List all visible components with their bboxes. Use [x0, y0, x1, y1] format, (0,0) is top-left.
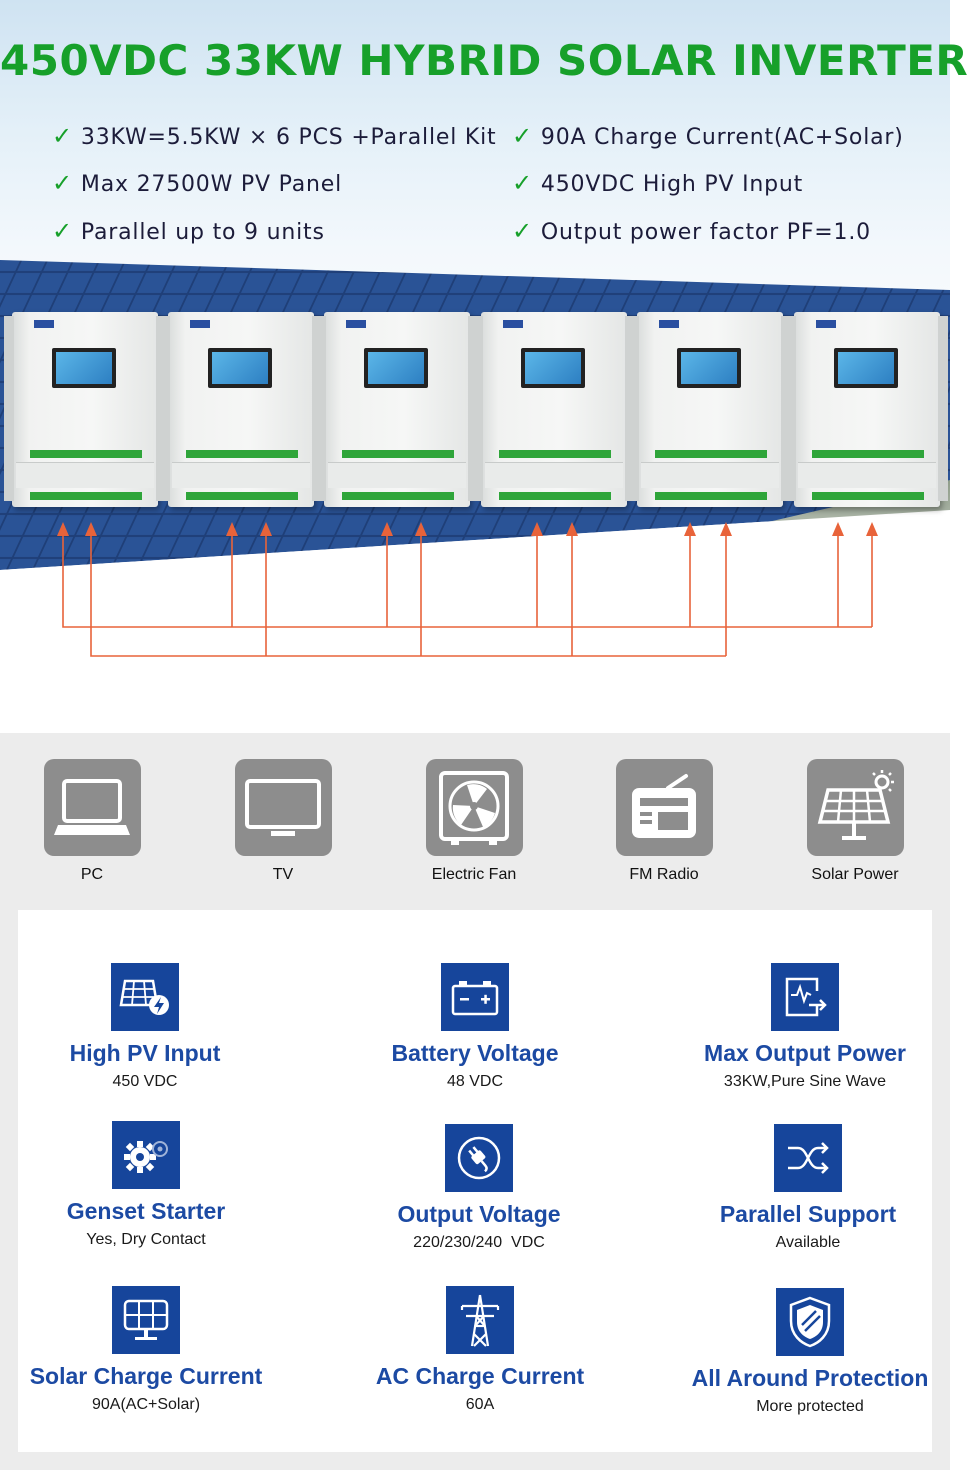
- spec-genset-starter: Genset Starter Yes, Dry Contact: [0, 1121, 296, 1249]
- check-icon: ✓: [512, 217, 533, 245]
- inverter-unit: [160, 312, 322, 507]
- appliance-pc: PC: [32, 759, 152, 884]
- feature-item: ✓Output power factor PF=1.0: [512, 217, 871, 245]
- spec-card: High PV Input 450 VDC Battery Voltage 48…: [18, 910, 932, 1452]
- check-icon: ✓: [52, 122, 73, 150]
- spec-max-output-power: Max Output Power 33KW,Pure Sine Wave: [655, 963, 955, 1091]
- solar-panel-icon: [817, 769, 894, 840]
- lcd-screen: [208, 348, 272, 388]
- feature-item: ✓90A Charge Current(AC+Solar): [512, 122, 904, 150]
- feature-item: ✓Parallel up to 9 units: [52, 217, 325, 245]
- inverter-unit: [786, 312, 948, 507]
- feature-item: ✓450VDC High PV Input: [512, 169, 804, 197]
- lcd-screen: [834, 348, 898, 388]
- crossing-arrows-icon: [788, 1142, 829, 1174]
- spec-high-pv-input: High PV Input 450 VDC: [0, 963, 295, 1091]
- appliance-solar: Solar Power: [795, 759, 915, 884]
- feature-item: ✓Max 27500W PV Panel: [52, 169, 342, 197]
- lcd-screen: [364, 348, 428, 388]
- fan-icon: [439, 770, 509, 845]
- parallel-wiring-diagram: [57, 522, 878, 657]
- spec-solar-charge-current: Solar Charge Current 90A(AC+Solar): [0, 1286, 296, 1414]
- battery-icon: [451, 981, 499, 1016]
- laptop-icon: [54, 778, 130, 835]
- tv-icon: [245, 778, 321, 836]
- shield-icon: [789, 1296, 831, 1348]
- spec-all-around-protection: All Around Protection More protected: [660, 1288, 960, 1416]
- appliance-fan: Electric Fan: [414, 759, 534, 884]
- check-icon: ✓: [52, 169, 73, 197]
- inverter-unit: [4, 312, 166, 507]
- spec-battery-voltage: Battery Voltage 48 VDC: [325, 963, 625, 1091]
- lcd-screen: [52, 348, 116, 388]
- lcd-screen: [521, 348, 585, 388]
- plug-icon: [457, 1136, 501, 1180]
- appliance-tv: TV: [223, 759, 343, 884]
- spec-output-voltage: Output Voltage 220/230/240 VDC: [329, 1124, 629, 1252]
- inverter-unit: [316, 312, 478, 507]
- spec-parallel-support: Parallel Support Available: [658, 1124, 958, 1252]
- spec-ac-charge-current: AC Charge Current 60A: [330, 1286, 630, 1414]
- pv-panel-bolt-icon: [119, 979, 169, 1015]
- check-icon: ✓: [52, 217, 73, 245]
- check-icon: ✓: [512, 122, 533, 150]
- page-title: 450VDC 33KW HYBRID SOLAR INVERTER: [0, 36, 968, 85]
- inverter-unit: [473, 312, 635, 507]
- power-tower-icon: [460, 1294, 500, 1347]
- hero-banner: 450VDC 33KW HYBRID SOLAR INVERTER ✓33KW=…: [0, 0, 968, 733]
- solar-panel-icon: [123, 1299, 169, 1340]
- radio-icon: [632, 773, 696, 838]
- lcd-screen: [677, 348, 741, 388]
- appliance-radio: FM Radio: [604, 759, 724, 884]
- waveform-output-icon: [785, 977, 827, 1017]
- check-icon: ✓: [512, 169, 533, 197]
- gears-icon: [124, 1141, 168, 1173]
- inverter-unit: [629, 312, 791, 507]
- feature-item: ✓33KW=5.5KW × 6 PCS +Parallel Kit: [52, 122, 497, 150]
